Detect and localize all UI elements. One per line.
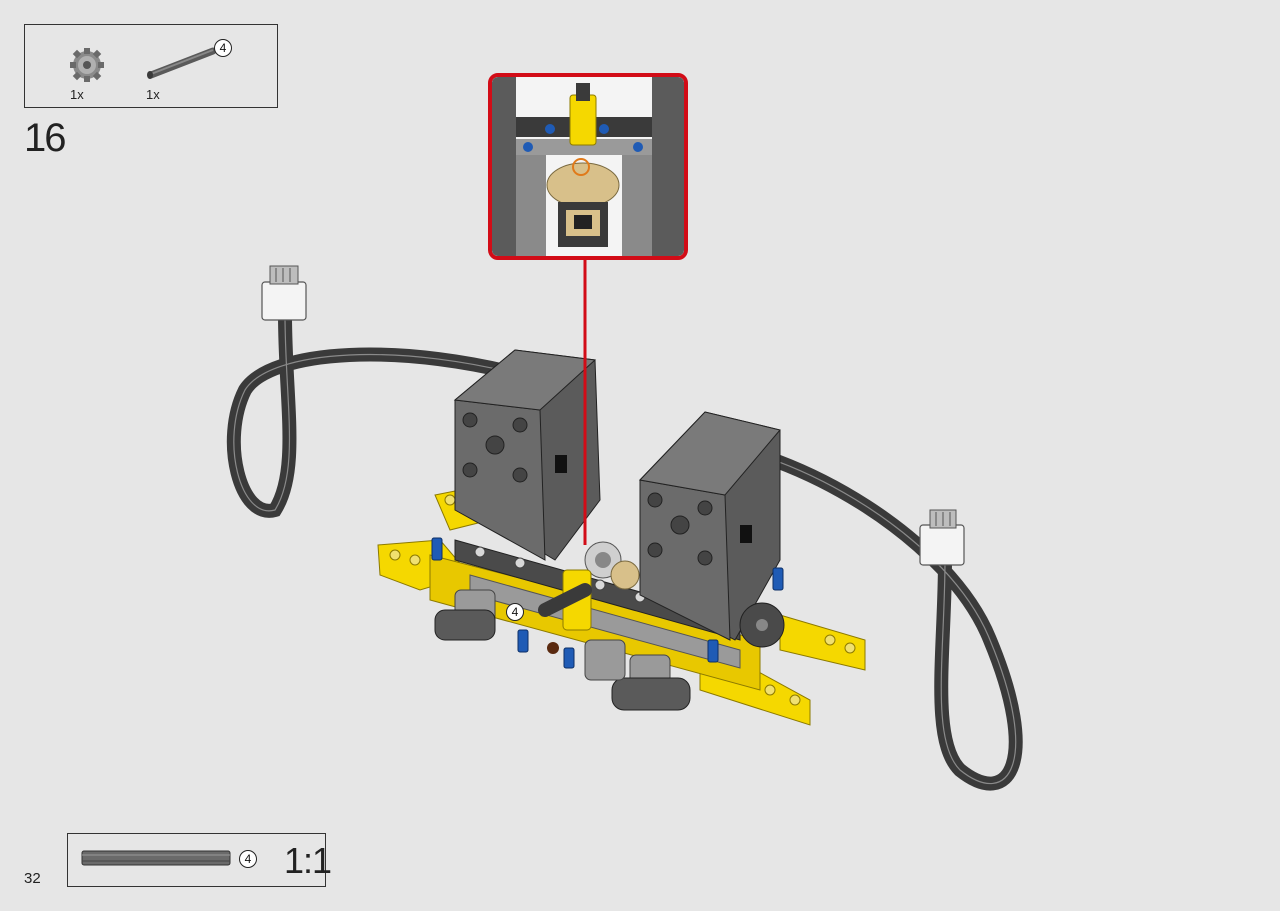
right-motor-cable (683, 433, 1023, 791)
axle-quantity: 1x (146, 87, 160, 102)
axle-length-callout: 4 (214, 39, 232, 57)
gray-connectors (434, 589, 691, 711)
left-motor (453, 349, 601, 561)
page-number: 32 (24, 870, 41, 887)
scale-label: 1:1 (284, 840, 332, 881)
model-axle-callout: 4 (506, 603, 524, 621)
blue-pins (431, 537, 784, 669)
right-motor (638, 411, 785, 648)
step-number: 16 (24, 116, 66, 160)
gear-icon (70, 48, 104, 82)
cable-connector-icon (919, 509, 965, 566)
scale-reference-box: 4 (67, 833, 326, 887)
scale-axle-callout: 4 (239, 850, 257, 868)
left-motor-cable (226, 308, 547, 518)
axle-scale-illustration (81, 850, 231, 866)
axle-icon (147, 47, 217, 79)
detail-illustration (492, 77, 684, 256)
yellow-axle-connector (538, 569, 592, 654)
gray-beams (454, 539, 741, 669)
parts-illustrations (70, 47, 217, 82)
parts-list-box: 1x 1x 4 (24, 24, 278, 108)
gear-quantity: 1x (70, 87, 84, 102)
center-gear (584, 541, 640, 590)
yellow-frame (377, 487, 866, 726)
axle-icon (81, 850, 231, 866)
cable-connector-icon (261, 265, 307, 321)
detail-zoom-frame (488, 73, 688, 260)
